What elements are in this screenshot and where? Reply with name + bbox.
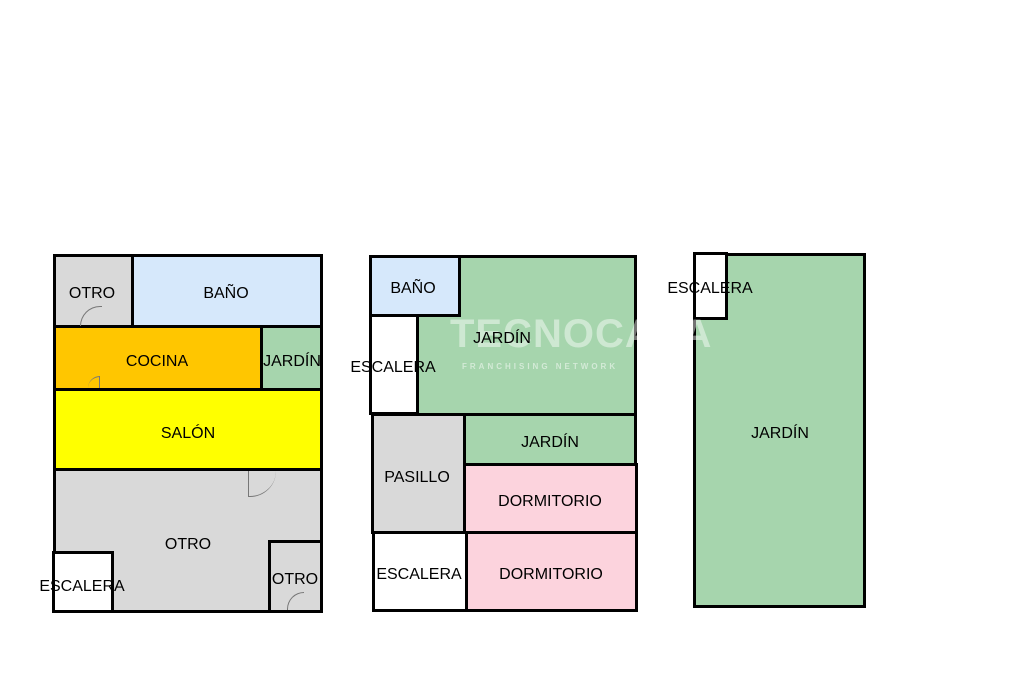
room-bano <box>369 255 461 317</box>
room-bano <box>131 254 323 328</box>
door-icon <box>88 376 100 388</box>
label-escalera-top: ESCALERA <box>350 359 436 376</box>
label-bano: BAÑO <box>390 280 436 297</box>
watermark-logo: TECNOCASA <box>450 312 713 356</box>
label-bano: BAÑO <box>203 285 249 302</box>
label-otro-small: OTRO <box>271 571 319 588</box>
label-escalera-bottom: ESCALERA <box>376 566 462 583</box>
room-dormitorio-1 <box>463 463 638 534</box>
label-otro-main: OTRO <box>164 536 212 553</box>
label-dormitorio-1: DORMITORIO <box>498 493 602 510</box>
watermark-tagline: FRANCHISING NETWORK <box>462 362 619 371</box>
label-otro-top: OTRO <box>68 285 116 302</box>
room-pasillo <box>371 413 466 534</box>
room-escalera <box>52 551 114 613</box>
room-jardin <box>260 325 323 391</box>
label-pasillo: PASILLO <box>384 469 450 486</box>
label-jardin: JARDÍN <box>751 425 809 442</box>
label-jardin-main: JARDÍN <box>473 330 531 347</box>
label-cocina: COCINA <box>125 353 189 370</box>
label-jardin: JARDÍN <box>263 353 321 370</box>
room-escalera <box>693 252 728 320</box>
label-escalera: ESCALERA <box>39 578 125 595</box>
room-dormitorio-2 <box>465 531 638 612</box>
label-dormitorio-2: DORMITORIO <box>499 566 603 583</box>
label-escalera: ESCALERA <box>667 280 753 297</box>
room-jardin-small <box>463 413 637 466</box>
label-salon: SALÓN <box>160 425 216 442</box>
label-jardin-small: JARDÍN <box>521 434 579 451</box>
